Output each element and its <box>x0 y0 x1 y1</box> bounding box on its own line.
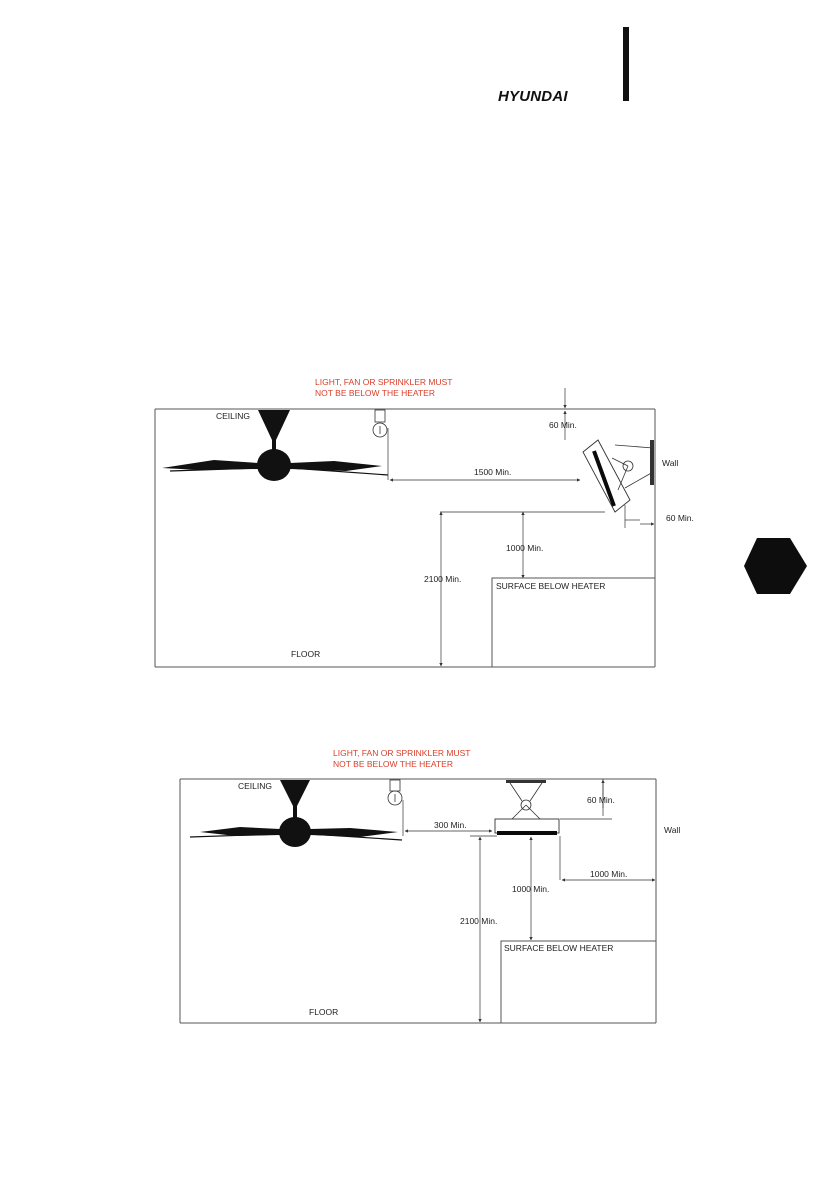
surface-box <box>491 577 655 667</box>
warning-text-line1: LIGHT, FAN OR SPRINKLER MUST <box>315 377 452 387</box>
section-hexagon-tab <box>744 538 807 594</box>
dim-below-label: 1000 Min. <box>512 884 549 894</box>
dim-top-label: 60 Min. <box>549 420 577 430</box>
ceiling-fan-icon <box>189 780 403 847</box>
ceiling-label: CEILING <box>238 781 272 791</box>
brand-logo: HYUNDAI <box>498 88 568 105</box>
diagram-ceiling-mount: LIGHT, FAN OR SPRINKLER MUST NOT BE BELO… <box>179 748 680 1024</box>
diagram-wall-mount: LIGHT, FAN OR SPRINKLER MUST NOT BE BELO… <box>154 377 694 668</box>
dim-height-label: 2100 Min. <box>424 574 461 584</box>
warning-text-line2: NOT BE BELOW THE HEATER <box>333 759 453 769</box>
light-fixture-icon <box>372 409 389 480</box>
floor-label: FLOOR <box>291 649 320 659</box>
floor-label: FLOOR <box>309 1007 338 1017</box>
wall-label: Wall <box>664 825 680 835</box>
dim-below-label: 1000 Min. <box>506 543 543 553</box>
dim-horizontal-label: 300 Min. <box>434 820 467 830</box>
ceiling-fan-icon <box>162 410 389 481</box>
dim-height-label: 2100 Min. <box>460 916 497 926</box>
dim-wall-label: 1000 Min. <box>590 869 627 879</box>
wall-label: Wall <box>662 458 678 468</box>
ceiling-heater-icon <box>494 780 560 835</box>
dim-side-label: 60 Min. <box>666 513 694 523</box>
surface-label: SURFACE BELOW HEATER <box>496 581 605 591</box>
warning-text-line2: NOT BE BELOW THE HEATER <box>315 388 435 398</box>
surface-box <box>500 940 656 1023</box>
light-fixture-icon <box>387 779 404 836</box>
wall-heater-icon <box>582 439 654 513</box>
dim-horizontal-label: 1500 Min. <box>474 467 511 477</box>
header-bar <box>623 27 629 101</box>
surface-label: SURFACE BELOW HEATER <box>504 943 613 953</box>
dim-top-label: 60 Min. <box>587 795 615 805</box>
ceiling-label: CEILING <box>216 411 250 421</box>
warning-text-line1: LIGHT, FAN OR SPRINKLER MUST <box>333 748 470 758</box>
